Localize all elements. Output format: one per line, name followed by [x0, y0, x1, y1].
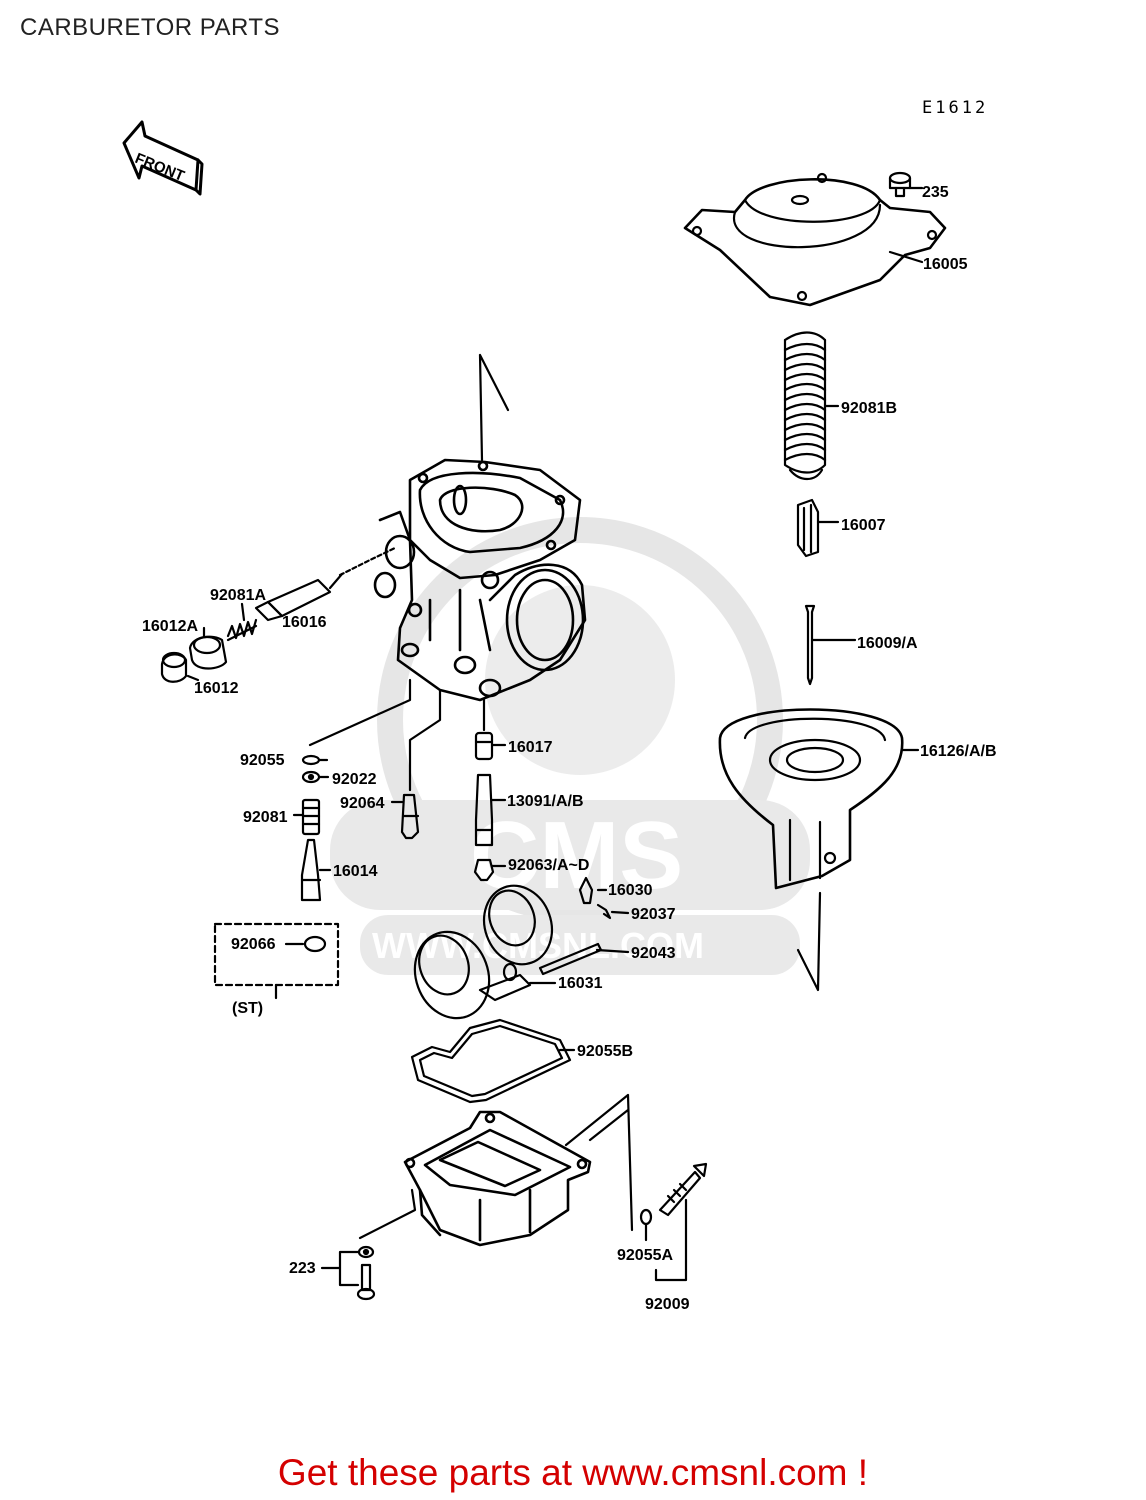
page-title: CARBURETOR PARTS: [20, 14, 281, 41]
top-cover-icon: [683, 172, 947, 307]
label-92037[interactable]: 92037: [631, 906, 676, 923]
cms-watermark: CMS WWW.CMSNL.COM: [330, 517, 810, 975]
label-223[interactable]: 223: [289, 1260, 316, 1277]
label-92055A[interactable]: 92055A: [617, 1247, 674, 1264]
label-16007[interactable]: 16007: [841, 517, 886, 534]
carburetor-body-icon: [373, 458, 587, 702]
front-arrow-icon: FRONT: [122, 120, 204, 196]
o-ring-92055-icon: [301, 754, 321, 766]
piston-guide-line: [796, 891, 822, 992]
jet-92063-icon: [473, 858, 495, 882]
clip-92037-icon: [596, 903, 612, 920]
label-92043[interactable]: 92043: [631, 945, 676, 962]
screw-223-icon: [356, 1245, 376, 1301]
label-16012[interactable]: 16012: [194, 680, 239, 697]
spring-92081A-icon: [226, 618, 258, 642]
label-16126AB[interactable]: 16126/A/B: [920, 743, 997, 760]
label-16017[interactable]: 16017: [508, 739, 553, 756]
cap-16012A-icon: [160, 651, 188, 683]
diagram-code: E1612: [922, 98, 989, 118]
label-16012A[interactable]: 16012A: [142, 618, 199, 635]
drain-screw-92009-icon: [658, 1162, 708, 1217]
piston-diaphragm-16126-icon: [718, 708, 904, 890]
label-92081B[interactable]: 92081B: [841, 400, 898, 417]
label-92081[interactable]: 92081: [243, 809, 288, 826]
gasket-92055A-icon: [639, 1208, 653, 1226]
label-92063AD[interactable]: 92063/A~D: [508, 857, 590, 874]
screw-235-icon: [888, 171, 912, 198]
needle-jet-holder-13091-icon: [474, 773, 494, 847]
label-st[interactable]: (ST): [232, 1000, 264, 1017]
label-92081A[interactable]: 92081A: [210, 587, 267, 604]
label-16009A[interactable]: 16009/A: [857, 635, 918, 652]
jet-92064-icon: [400, 793, 420, 840]
label-92064[interactable]: 92064: [340, 795, 385, 812]
cap-16012-icon: [188, 635, 228, 670]
label-16031[interactable]: 16031: [558, 975, 603, 992]
float-valve-16030-icon: [578, 876, 594, 905]
label-92055[interactable]: 92055: [240, 752, 285, 769]
label-235[interactable]: 235: [922, 184, 949, 201]
float-bowl-icon: [403, 1110, 592, 1247]
st-box: [213, 922, 340, 1000]
body-axis-line: [478, 353, 510, 462]
main-jet-16014-icon: [300, 838, 322, 902]
float-16031-icon: [413, 884, 553, 1020]
needle-jet-16017-icon: [474, 731, 494, 761]
needle-holder-16007-icon: [796, 498, 820, 558]
jet-needle-16009-icon: [804, 604, 816, 686]
label-16005[interactable]: 16005: [923, 256, 968, 273]
label-16014[interactable]: 16014: [333, 863, 378, 880]
spring-92081-icon: [301, 798, 321, 836]
label-16016[interactable]: 16016: [282, 614, 327, 631]
washer-92022-icon: [301, 770, 321, 784]
label-13091AB[interactable]: 13091/A/B: [507, 793, 584, 810]
label-92055B[interactable]: 92055B: [577, 1043, 634, 1060]
spring-92081B-icon: [783, 331, 827, 481]
pilot-screw-16016-icon: [254, 572, 344, 622]
footer-link[interactable]: Get these parts at www.cmsnl.com !: [277, 1452, 869, 1493]
label-92066[interactable]: 92066: [231, 936, 276, 953]
label-92022[interactable]: 92022: [332, 771, 377, 788]
label-16030[interactable]: 16030: [608, 882, 653, 899]
gasket-92055B-icon: [410, 1018, 572, 1104]
label-92009[interactable]: 92009: [645, 1296, 690, 1313]
